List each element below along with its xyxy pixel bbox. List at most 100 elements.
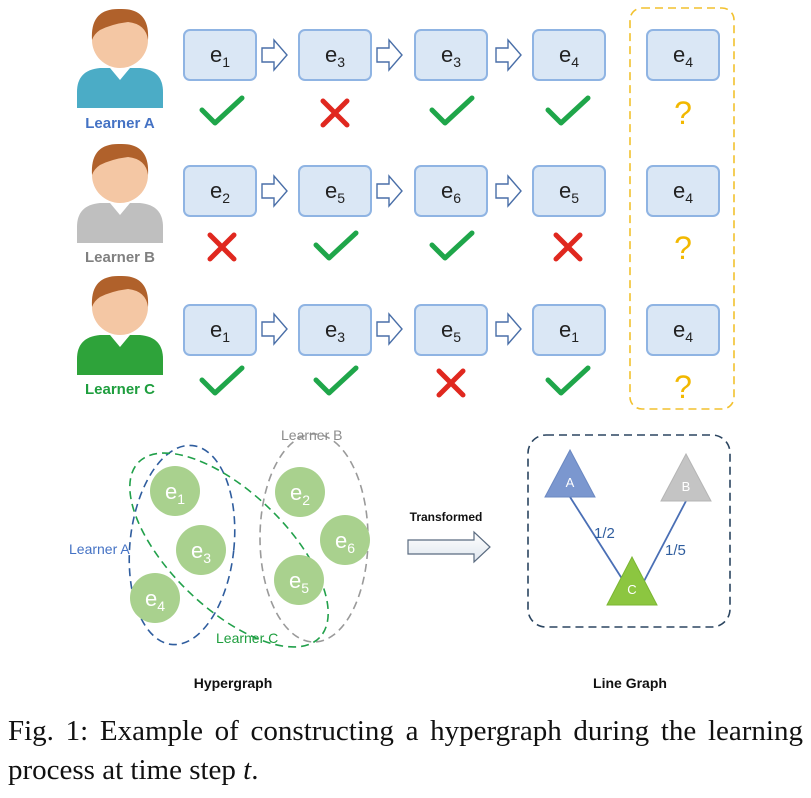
node-label: C xyxy=(627,582,636,597)
hypergraph-node: e4 xyxy=(130,573,180,623)
hypergraph-node: e2 xyxy=(275,467,325,517)
caption-end: . xyxy=(251,754,259,786)
exercise-box: e5 xyxy=(532,165,606,217)
exercise-box-predicted: e4 xyxy=(646,165,720,217)
hypergraph-title: Hypergraph xyxy=(194,675,273,691)
question-mark: ? xyxy=(674,230,692,266)
learner-label: Learner C xyxy=(85,381,155,398)
line-graph-node-a xyxy=(544,448,596,498)
hyperedge-learner-c xyxy=(129,452,329,648)
check-icon xyxy=(199,95,245,126)
line-graph-node-c xyxy=(606,555,658,606)
transform-label: Transformed xyxy=(410,510,483,524)
learner-avatar xyxy=(77,143,163,243)
cross-icon xyxy=(207,232,237,262)
question-mark: ? xyxy=(674,95,692,131)
hypergraph-node: e5 xyxy=(274,555,324,605)
line-graph-edge xyxy=(641,500,687,586)
line-graph: A B C 1/2 1/5 Line Graph xyxy=(527,434,731,691)
check-icon xyxy=(313,230,359,261)
arrow-right-icon xyxy=(261,312,288,346)
exercise-box: e3 xyxy=(414,29,488,81)
node-label: A xyxy=(566,475,575,490)
svg-text:e6: e6 xyxy=(441,178,461,206)
figure-caption: Fig. 1: Example of constructing a hyperg… xyxy=(8,712,803,790)
node-label: B xyxy=(682,479,691,494)
check-icon xyxy=(313,365,359,396)
question-mark: ? xyxy=(674,369,692,405)
hypergraph: e1 e3 e4 e2 e6 e5 Learner A Learner B Le… xyxy=(69,427,370,691)
learner-avatar xyxy=(77,8,163,108)
hyperedge-label-a: Learner A xyxy=(69,541,130,557)
svg-text:e1: e1 xyxy=(165,479,185,507)
check-icon xyxy=(429,95,475,126)
exercise-box: e2 xyxy=(183,165,257,217)
caption-variable: t xyxy=(243,754,252,786)
svg-text:e3: e3 xyxy=(191,538,211,566)
line-graph-node-b xyxy=(660,452,712,502)
svg-text:e3: e3 xyxy=(325,42,345,70)
exercise-box: e1 xyxy=(183,304,257,356)
learner-row-b: Learner B e2 e5 e6 e5 e4 ? xyxy=(77,143,720,266)
check-icon xyxy=(429,230,475,261)
svg-text:e6: e6 xyxy=(335,528,355,556)
svg-text:e4: e4 xyxy=(673,317,693,345)
line-graph-edge xyxy=(569,496,627,586)
hyperedge-learner-a xyxy=(128,444,236,646)
svg-text:e1: e1 xyxy=(210,42,230,70)
exercise-box: e4 xyxy=(532,29,606,81)
transform-arrow: Transformed xyxy=(407,510,491,564)
arrow-right-icon xyxy=(376,312,403,346)
arrow-right-icon xyxy=(495,38,522,72)
exercise-box: e1 xyxy=(532,304,606,356)
prediction-column-frame xyxy=(629,7,735,410)
hyperedge-label-b: Learner B xyxy=(281,427,342,443)
arrow-right-icon xyxy=(495,174,522,208)
svg-text:e3: e3 xyxy=(325,317,345,345)
svg-text:e4: e4 xyxy=(673,178,693,206)
edge-weight: 1/2 xyxy=(594,525,615,542)
svg-text:e2: e2 xyxy=(290,480,310,508)
check-icon xyxy=(545,365,591,396)
exercise-box-predicted: e4 xyxy=(646,29,720,81)
exercise-box: e3 xyxy=(298,29,372,81)
line-graph-title: Line Graph xyxy=(593,675,667,691)
learner-avatar xyxy=(77,275,163,375)
exercise-box-predicted: e4 xyxy=(646,304,720,356)
arrow-right-icon xyxy=(407,530,491,564)
hypergraph-node: e3 xyxy=(176,525,226,575)
learner-row-a: Learner A e1 e3 e3 e4 e4 ? xyxy=(77,8,720,132)
svg-text:e1: e1 xyxy=(210,317,230,345)
cross-icon xyxy=(436,368,466,398)
hypergraph-node: e1 xyxy=(150,466,200,516)
svg-text:e5: e5 xyxy=(289,568,309,596)
hyperedge-label-c: Learner C xyxy=(216,630,278,646)
caption-text: Fig. 1: Example of constructing a hyperg… xyxy=(8,715,803,786)
check-icon xyxy=(199,365,245,396)
cross-icon xyxy=(553,232,583,262)
svg-text:e5: e5 xyxy=(325,178,345,206)
arrow-right-icon xyxy=(376,174,403,208)
arrow-right-icon xyxy=(261,38,288,72)
svg-text:e4: e4 xyxy=(145,586,165,614)
check-icon xyxy=(545,95,591,126)
learner-row-c: Learner C e1 e3 e5 e1 e4 ? xyxy=(77,275,720,405)
arrow-right-icon xyxy=(376,38,403,72)
arrow-right-icon xyxy=(495,312,522,346)
learner-label: Learner A xyxy=(85,115,155,132)
hypergraph-node: e6 xyxy=(320,515,370,565)
svg-text:e2: e2 xyxy=(210,178,230,206)
svg-text:e1: e1 xyxy=(559,317,579,345)
line-graph-frame xyxy=(527,434,731,628)
svg-text:e4: e4 xyxy=(673,42,693,70)
svg-text:e3: e3 xyxy=(441,42,461,70)
exercise-box: e5 xyxy=(414,304,488,356)
exercise-box: e6 xyxy=(414,165,488,217)
svg-text:e5: e5 xyxy=(559,178,579,206)
arrow-right-icon xyxy=(261,174,288,208)
exercise-box: e1 xyxy=(183,29,257,81)
svg-text:e4: e4 xyxy=(559,42,579,70)
cross-icon xyxy=(320,98,350,128)
svg-text:e5: e5 xyxy=(441,317,461,345)
